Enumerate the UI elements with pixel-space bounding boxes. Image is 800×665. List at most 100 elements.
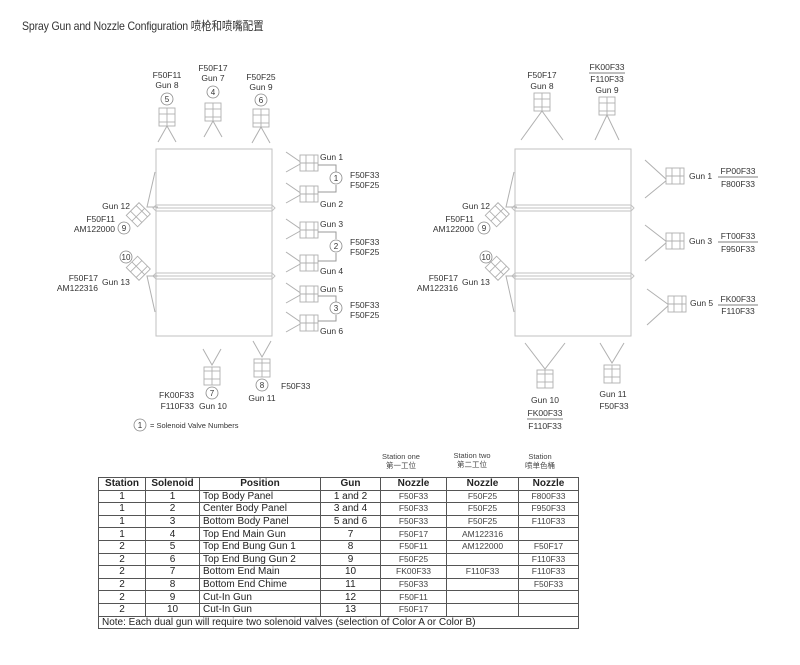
configuration-table: Station Solenoid Position Gun Nozzle Noz… — [98, 477, 579, 630]
cell-nozzle-color: F110F33 — [518, 514, 579, 529]
solenoid-valve-icon — [255, 378, 269, 392]
solenoid-valve-icon — [329, 239, 343, 253]
svg-text:F50F33: F50F33 — [281, 381, 311, 391]
svg-text:4: 4 — [211, 88, 216, 97]
cell-solenoid: 6 — [145, 552, 200, 567]
svg-text:Gun 12: Gun 12 — [462, 201, 490, 211]
cell-position: Bottom Body Panel — [199, 514, 321, 529]
cell-nozzle-color: F50F17 — [518, 539, 579, 554]
table-note: Note: Each dual gun will require two sol… — [98, 615, 579, 630]
svg-text:FK00F33: FK00F33 — [721, 294, 756, 304]
svg-text:Gun 11: Gun 11 — [248, 393, 276, 403]
svg-text:3: 3 — [334, 304, 339, 313]
svg-text:10: 10 — [482, 253, 491, 262]
svg-text:AM122000: AM122000 — [433, 224, 474, 234]
svg-text:F50F33: F50F33 — [599, 401, 629, 411]
svg-text:Gun 7: Gun 7 — [201, 73, 224, 83]
svg-text:F110F33: F110F33 — [590, 74, 624, 84]
cell-position: Bottom End Main — [199, 565, 321, 579]
cell-nozzle-station-two: AM122316 — [446, 527, 519, 541]
svg-text:1: 1 — [334, 174, 339, 183]
svg-text:Gun 12: Gun 12 — [102, 201, 130, 211]
left-drum — [152, 148, 276, 337]
legend: 1 = Solenoid Valve Numbers — [133, 418, 239, 432]
svg-text:FK00F33: FK00F33 — [159, 390, 194, 400]
cell-position: Top End Bung Gun 2 — [199, 552, 321, 567]
svg-text:6: 6 — [259, 96, 264, 105]
gun-label: Gun 8 — [155, 80, 178, 90]
svg-text:Gun 13: Gun 13 — [102, 277, 130, 287]
cell-station: 2 — [98, 539, 146, 554]
svg-text:Gun 5: Gun 5 — [690, 298, 713, 308]
svg-text:F110F33: F110F33 — [528, 421, 562, 431]
cell-position: Top End Main Gun — [199, 527, 321, 541]
col-header-station: Station — [98, 477, 146, 491]
right-top-gun-8: F50F17 Gun 8 — [520, 70, 564, 141]
svg-text:Gun 8: Gun 8 — [530, 81, 553, 91]
cell-gun: 9 — [320, 552, 381, 567]
cell-solenoid: 8 — [145, 577, 200, 592]
right-drum — [511, 148, 635, 337]
cell-solenoid: 9 — [145, 590, 200, 604]
cell-nozzle-station-two — [446, 577, 519, 592]
svg-text:F50F33: F50F33 — [350, 237, 380, 247]
svg-text:F50F17: F50F17 — [198, 63, 228, 73]
cell-position: Cut-In Gun — [199, 602, 321, 617]
table-note-row: Note: Each dual gun will require two sol… — [98, 615, 579, 630]
right-side-gun-3: Gun 3 FT00F33 F950F33 — [644, 224, 758, 262]
cell-station: 2 — [98, 590, 146, 604]
cell-station: 1 — [98, 527, 146, 541]
solenoid-valve-icon — [133, 418, 147, 432]
table-header-row: Station Solenoid Position Gun Nozzle Noz… — [98, 477, 579, 491]
left-bottom-gun-11: 8 — [252, 340, 272, 392]
cell-solenoid: 2 — [145, 502, 200, 516]
left-right-pair-3 — [285, 282, 337, 333]
gun-label: Gun 1 — [320, 152, 343, 162]
cell-station: 1 — [98, 489, 146, 504]
cell-nozzle-station-one: F50F25 — [380, 552, 447, 567]
svg-text:Gun 6: Gun 6 — [320, 326, 343, 336]
solenoid-valve-icon — [479, 250, 493, 264]
left-top-gun-8: F50F11 Gun 8 5 — [153, 70, 182, 143]
cell-nozzle-color — [518, 527, 579, 541]
cell-solenoid: 10 — [145, 602, 200, 617]
svg-text:8: 8 — [260, 381, 265, 390]
svg-text:Gun 10: Gun 10 — [531, 395, 559, 405]
left-cut-in-gun-12 — [125, 171, 158, 228]
cell-station: 2 — [98, 565, 146, 579]
svg-text:Gun 1: Gun 1 — [689, 171, 712, 181]
cell-nozzle-color — [518, 590, 579, 604]
svg-text:Gun 3: Gun 3 — [320, 219, 343, 229]
cell-position: Top Body Panel — [199, 489, 321, 504]
right-cut-in-gun-12 — [484, 171, 517, 228]
cell-nozzle-station-one: F50F11 — [380, 539, 447, 554]
solenoid-valve-icon — [329, 171, 343, 185]
svg-text:AM122316: AM122316 — [417, 283, 458, 293]
cell-station: 2 — [98, 552, 146, 567]
cell-nozzle-station-two — [446, 590, 519, 604]
cell-position: Top End Bung Gun 1 — [199, 539, 321, 554]
cell-station: 2 — [98, 577, 146, 592]
spray-configuration-diagram: F50F11 Gun 8 5 F50F17 Gun 7 4 F50F25 Gun… — [57, 62, 758, 432]
svg-text:FT00F33: FT00F33 — [721, 231, 756, 241]
cell-nozzle-station-two — [446, 602, 519, 617]
svg-text:F50F25: F50F25 — [350, 180, 380, 190]
svg-text:7: 7 — [210, 389, 215, 398]
svg-text:= Solenoid Valve Numbers: = Solenoid Valve Numbers — [150, 421, 239, 430]
right-cut-in-gun-13 — [484, 255, 517, 313]
svg-text:Gun 5: Gun 5 — [320, 284, 343, 294]
cell-nozzle-color: F110F33 — [518, 565, 579, 579]
nozzle-label: F50F11 — [153, 70, 182, 80]
svg-text:FP00F33: FP00F33 — [721, 166, 756, 176]
svg-text:F110F33: F110F33 — [161, 401, 195, 411]
svg-text:AM122000: AM122000 — [74, 224, 115, 234]
cell-gun: 5 and 6 — [320, 514, 381, 529]
